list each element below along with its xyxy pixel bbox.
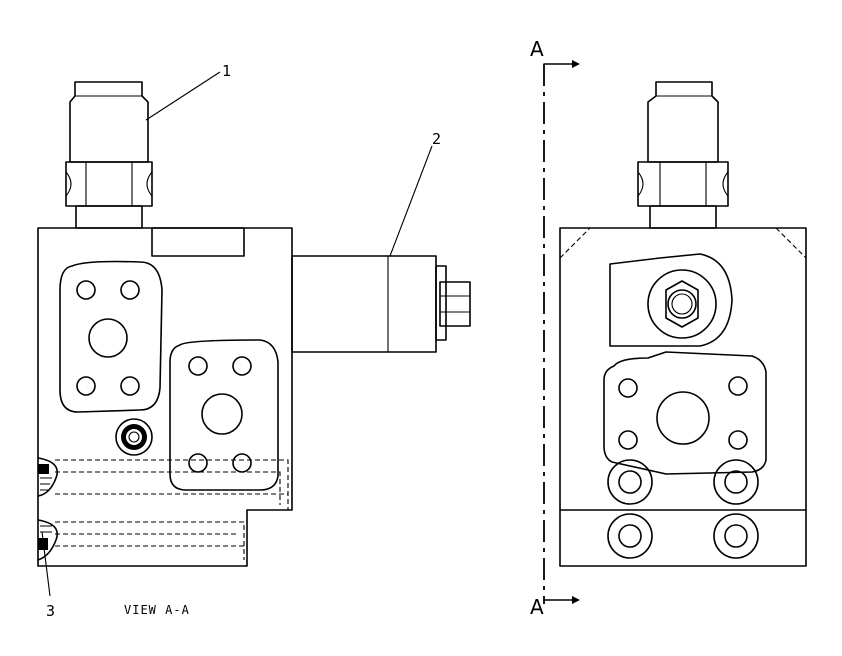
port-flange-right	[603, 351, 767, 475]
view-caption: VIEW A-A	[124, 603, 190, 617]
hex-nut-right	[637, 161, 729, 207]
callout-3: 3	[46, 602, 55, 620]
internal-passages	[55, 459, 289, 560]
section-mark-top: A	[530, 37, 544, 61]
solenoid-cap-left	[69, 81, 149, 163]
leader-3	[41, 531, 51, 597]
section-mark-bottom: A	[530, 595, 544, 619]
section-line-a-a: A A	[530, 37, 580, 619]
solenoid-cap-right	[647, 81, 719, 163]
valve-block-right	[559, 227, 807, 567]
end-flange-right	[609, 253, 733, 347]
section-cut-plugs	[37, 457, 58, 561]
valve-block-outline	[37, 227, 293, 567]
port-flange-upper	[59, 260, 163, 413]
callout-1: 1	[222, 62, 231, 80]
leader-1	[145, 71, 221, 121]
lower-ports-right	[607, 459, 759, 559]
left-view: 1 2 3 VIEW A-A	[37, 62, 471, 620]
leader-2	[389, 145, 433, 257]
side-solenoid	[291, 255, 471, 353]
valve-stem-right	[649, 205, 717, 229]
right-view	[559, 81, 807, 567]
plug-fitting	[115, 418, 153, 456]
callout-2: 2	[432, 130, 441, 148]
valve-stem-left	[75, 205, 143, 229]
top-slot	[151, 227, 245, 257]
port-flange-lower	[169, 339, 279, 491]
hex-nut-left	[65, 161, 153, 207]
